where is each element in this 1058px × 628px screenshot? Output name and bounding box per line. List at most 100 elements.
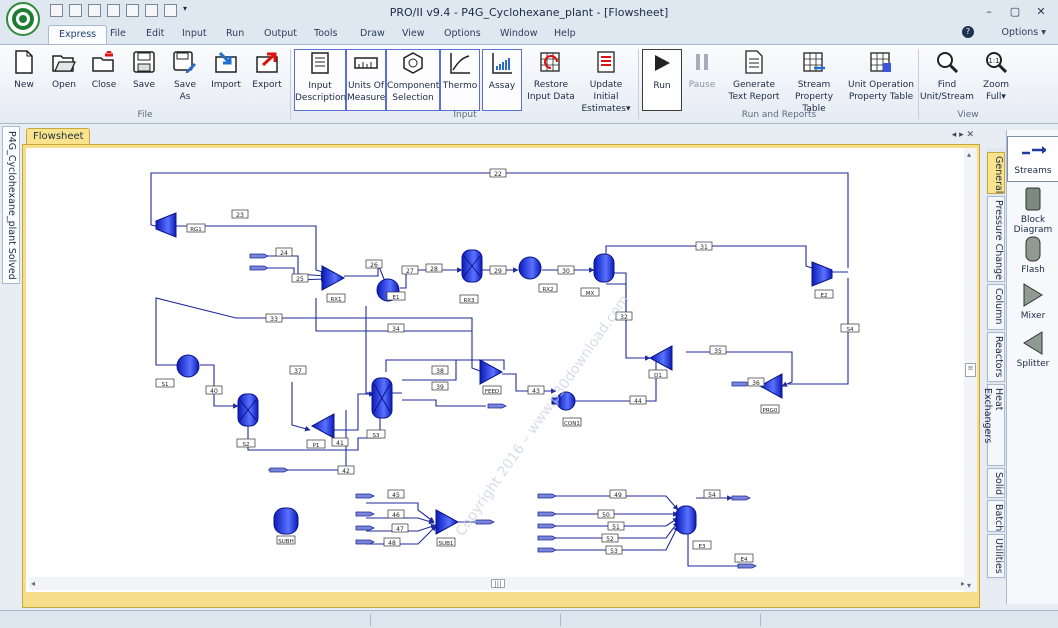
stream-label[interactable]: 36 [747, 377, 765, 387]
generate-text-report-button[interactable]: Generate Text Report [726, 49, 782, 103]
stream-line[interactable] [556, 495, 679, 511]
stream-line[interactable] [687, 534, 745, 569]
stream-line[interactable] [315, 298, 472, 332]
update-initial-estimates-button[interactable]: Update Initial Estimates▾ [576, 49, 636, 115]
close-file-button[interactable]: Close [86, 49, 122, 91]
compressor-unit[interactable] [155, 212, 177, 238]
feed-arrow[interactable] [249, 253, 269, 259]
stream-label[interactable]: 26 [365, 259, 383, 269]
stream-line[interactable] [402, 399, 486, 407]
tab-general[interactable]: General [987, 152, 1005, 194]
mixer-unit[interactable] [435, 509, 460, 535]
scroll-right-icon[interactable]: ▸ [960, 579, 965, 588]
stream-line[interactable] [556, 525, 679, 551]
palette-flash[interactable]: Flash [1007, 236, 1058, 275]
stream-label[interactable]: 32 [615, 311, 633, 321]
stream-label[interactable]: 39 [431, 381, 449, 391]
tab-draw[interactable]: Draw [360, 28, 385, 39]
stream-label[interactable]: 35 [709, 345, 727, 355]
stream-line[interactable] [366, 525, 437, 545]
stream-label[interactable]: 40 [205, 385, 223, 395]
unit-label[interactable]: P1 [306, 439, 326, 449]
minimize-button[interactable]: – [986, 4, 992, 18]
feed-arrow[interactable] [249, 265, 269, 271]
feed-arrow[interactable] [355, 511, 375, 517]
stream-line[interactable] [366, 523, 437, 532]
export-button[interactable]: Export [248, 49, 286, 91]
tab-pressure-change[interactable]: Pressure Change [987, 196, 1005, 282]
pump-unit[interactable] [551, 391, 576, 411]
tab-run[interactable]: Run [226, 28, 245, 39]
qat-copy-icon[interactable] [145, 4, 158, 17]
scroll-up-icon[interactable]: ▴ [967, 150, 972, 159]
tab-heat-exchangers[interactable]: Heat Exchangers [982, 384, 1005, 466]
stream-line[interactable] [174, 225, 327, 275]
unit-operation-property-table-button[interactable]: Unit Operation Property Table [846, 49, 916, 103]
maximize-button[interactable]: ▢ [1009, 4, 1021, 18]
stream-label[interactable]: 44 [629, 395, 647, 405]
input-description-button[interactable]: Input Description [294, 49, 346, 111]
tab-window[interactable]: Window [500, 28, 538, 39]
feed-arrow[interactable] [731, 495, 751, 501]
save-button[interactable]: Save [126, 49, 162, 91]
splitter-unit[interactable] [758, 373, 783, 399]
project-side-tab[interactable]: P4G_Cyclohexane_plant Solved [2, 126, 20, 284]
splitter-unit[interactable] [310, 413, 335, 439]
qat-print-icon[interactable] [126, 4, 139, 17]
import-button[interactable]: Import [206, 49, 246, 91]
mixer-unit[interactable] [479, 359, 504, 385]
flash-drum-unit[interactable] [675, 505, 697, 535]
save-as-button[interactable]: Save As [166, 49, 204, 103]
run-button[interactable]: Run [642, 49, 682, 111]
tab-tools[interactable]: Tools [314, 28, 338, 39]
palette-block-diagram[interactable]: Block Diagram [1007, 186, 1058, 235]
qat-open-icon[interactable] [69, 4, 82, 17]
horizontal-scrollbar[interactable]: ◂ ||| ▸ [29, 577, 967, 590]
unit-label[interactable]: SUB1 [436, 537, 456, 547]
stream-label[interactable]: 51 [607, 521, 625, 531]
unit-label[interactable]: RX3 [459, 294, 479, 304]
tab-express[interactable]: Express [48, 25, 108, 45]
close-button[interactable]: ✕ [1036, 4, 1046, 18]
scroll-thumb-h[interactable]: ||| [491, 579, 505, 588]
tab-flowsheet[interactable]: Flowsheet [26, 128, 90, 144]
tab-batch[interactable]: Batch [987, 500, 1005, 532]
new-button[interactable]: New [6, 49, 42, 91]
feed-arrow[interactable] [537, 523, 557, 529]
palette-mixer[interactable]: Mixer [1007, 282, 1058, 321]
pause-button[interactable]: Pause [684, 49, 720, 91]
stream-line[interactable] [556, 517, 679, 527]
tab-column[interactable]: Column [987, 284, 1005, 330]
splitter-unit[interactable] [648, 345, 673, 371]
stream-label[interactable]: 30 [557, 265, 575, 275]
options-menu[interactable]: Options ▾ [1001, 27, 1046, 38]
stream-label[interactable]: 41 [331, 437, 349, 447]
compressor-unit[interactable] [811, 261, 833, 287]
unit-label[interactable]: S4 [840, 323, 860, 333]
stream-line[interactable] [402, 360, 457, 381]
component-selection-button[interactable]: Component Selection [386, 49, 440, 111]
feed-arrow[interactable] [487, 403, 507, 409]
stream-label[interactable]: 53 [605, 545, 623, 555]
stream-label[interactable]: 47 [391, 523, 409, 533]
stream-line[interactable] [155, 297, 489, 375]
tab-edit[interactable]: Edit [146, 28, 165, 39]
palette-streams[interactable]: Streams [1007, 136, 1058, 182]
zoom-full-button[interactable]: 1:1 Zoom Full▾ [976, 49, 1016, 103]
stream-line[interactable] [344, 263, 387, 285]
unit-label[interactable]: S3 [366, 429, 386, 439]
scroll-left-icon[interactable]: ◂ [31, 579, 36, 588]
stream-label[interactable]: 50 [597, 509, 615, 519]
palette-splitter[interactable]: Splitter [1007, 330, 1058, 369]
feed-arrow[interactable] [537, 493, 557, 499]
stream-label[interactable]: 54 [703, 489, 721, 499]
unit-label[interactable]: S2 [236, 438, 256, 448]
qat-new-icon[interactable] [50, 4, 63, 17]
tab-solid[interactable]: Solid [987, 468, 1005, 498]
feed-arrow[interactable] [537, 547, 557, 553]
controller-unit[interactable] [273, 507, 299, 535]
tab-options[interactable]: Options [444, 28, 481, 39]
stream-label[interactable]: 37 [289, 365, 307, 375]
